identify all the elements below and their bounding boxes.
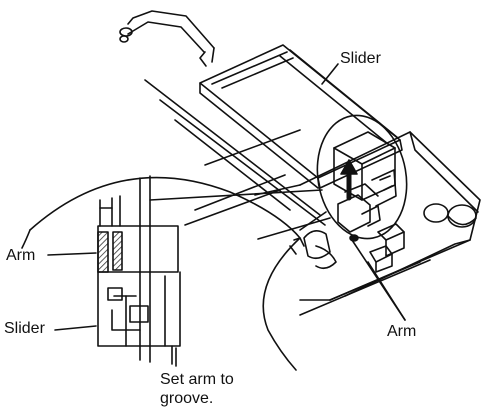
board-components [289, 223, 405, 273]
label-set-arm-instruction: Set arm to groove. [160, 370, 290, 408]
label-set-arm-line2: groove. [160, 390, 214, 407]
slider-blocks [333, 131, 397, 233]
label-arm-right: Arm [387, 323, 417, 340]
base-board [184, 129, 481, 316]
leader-lines [47, 63, 406, 367]
label-slider-left: Slider [4, 320, 45, 337]
board-knobs [423, 203, 477, 228]
bent-lever [119, 10, 215, 67]
label-set-arm-line1: Set arm to [160, 371, 234, 388]
label-arm-left: Arm [6, 247, 36, 264]
label-slider-top: Slider [340, 50, 381, 67]
zoom-detail [21, 175, 301, 371]
arm-hatched-piece [97, 231, 123, 273]
zoom-circle [316, 114, 408, 240]
